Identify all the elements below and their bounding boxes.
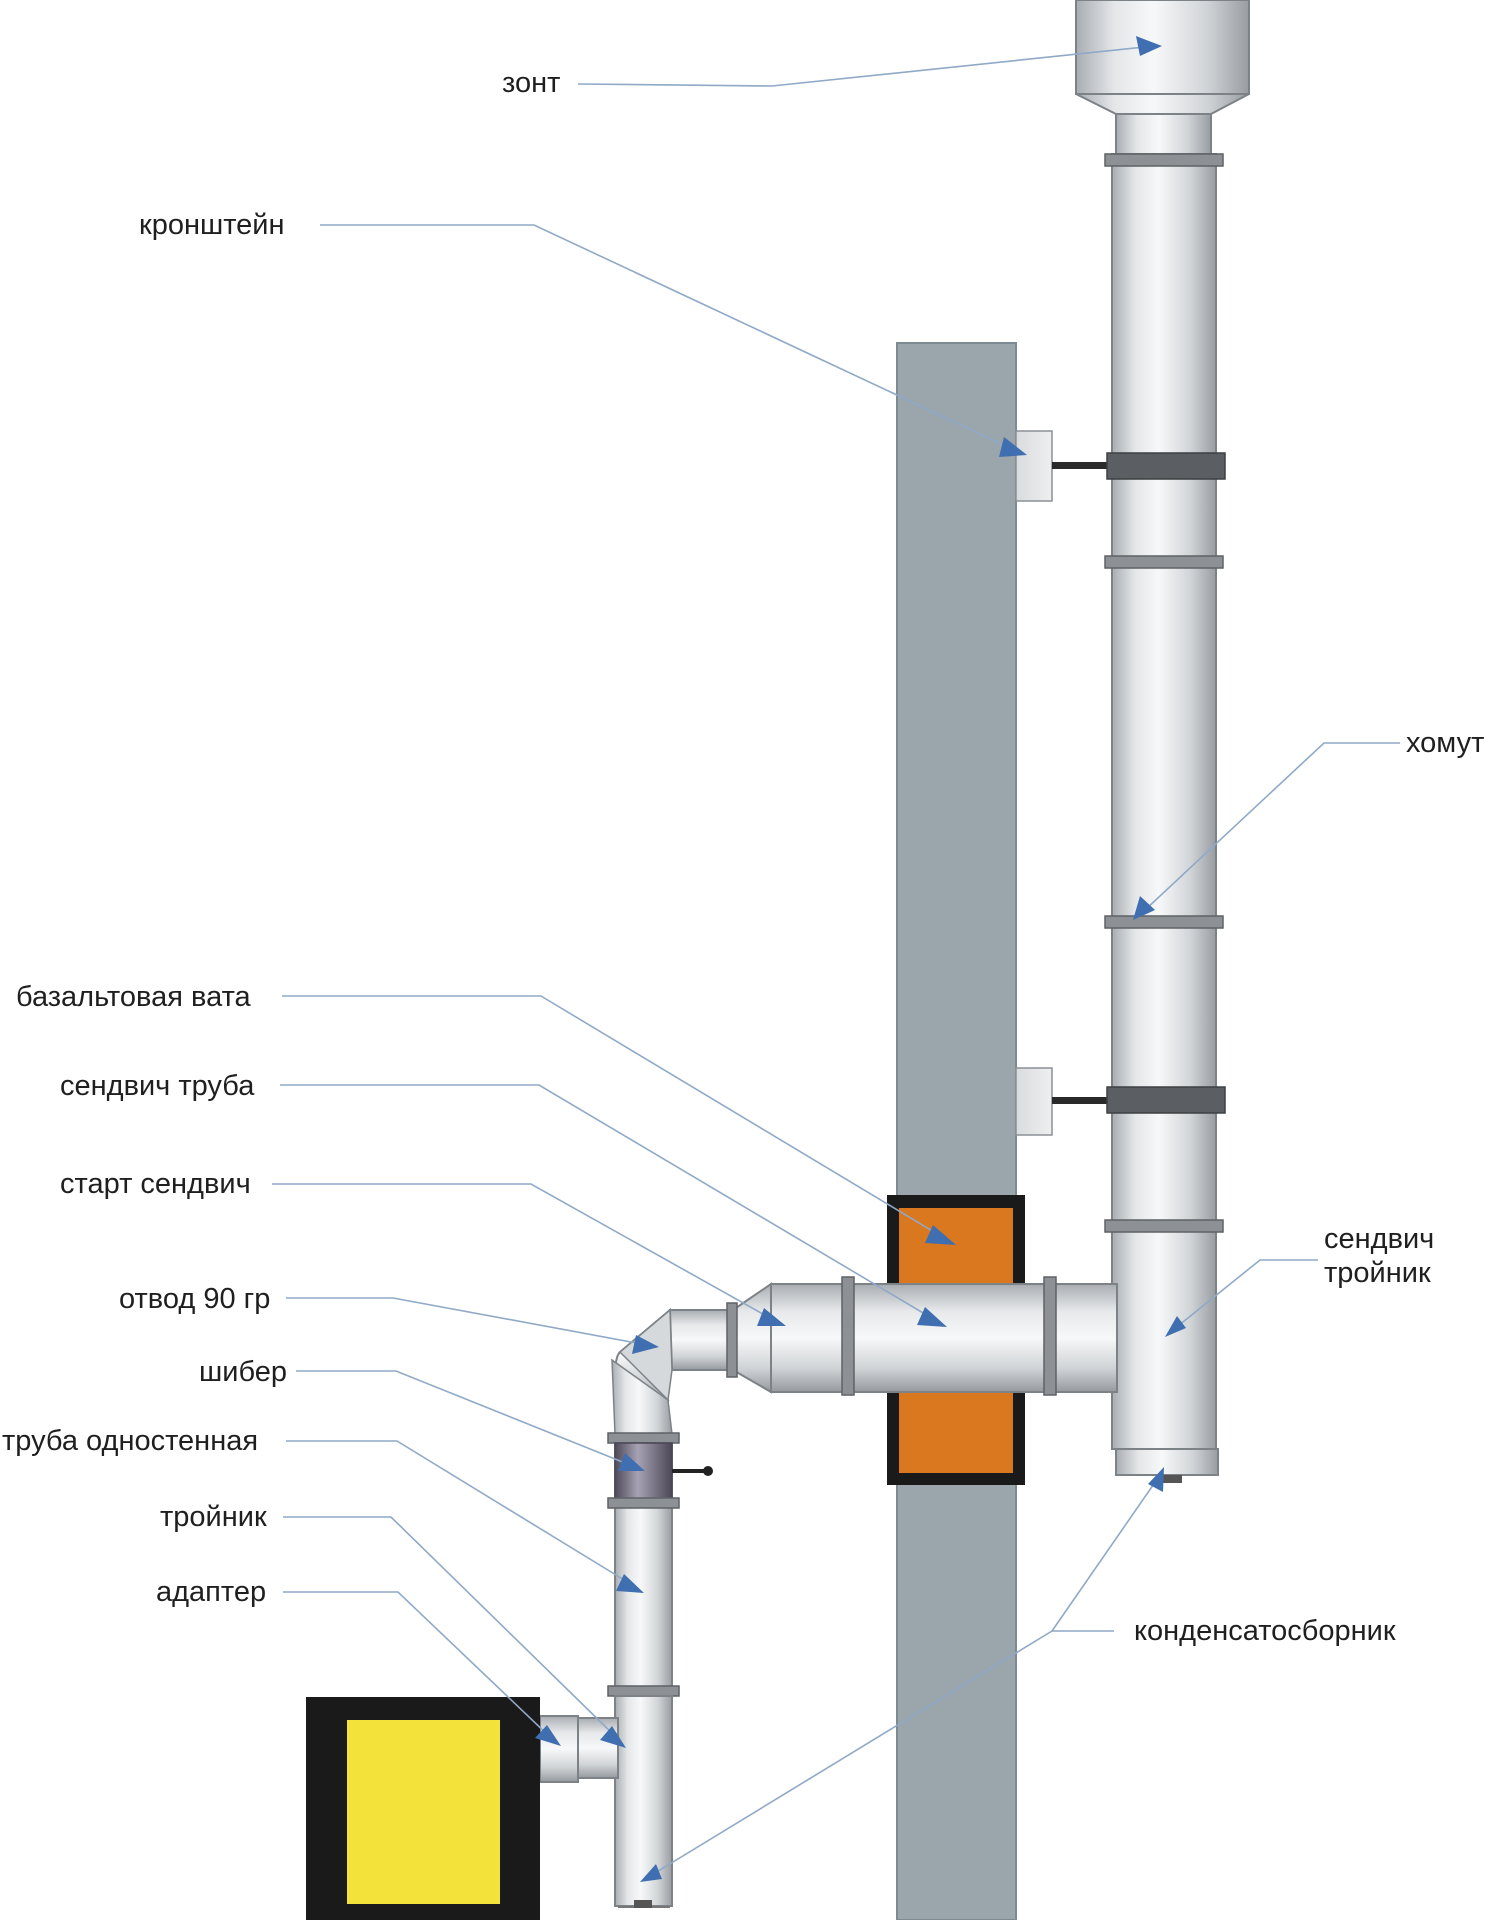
label-umbrella: зонт — [502, 67, 560, 99]
bracket-lower — [1015, 1067, 1108, 1136]
label-elbow-90: отвод 90 гр — [119, 1283, 270, 1315]
clamp-upper — [1106, 452, 1226, 480]
label-damper: шибер — [199, 1356, 287, 1388]
single-wall-line — [539, 1302, 738, 1908]
label-basalt-wool: базальтовая вата — [16, 981, 252, 1013]
label-clamp: хомут — [1406, 727, 1484, 759]
vertical-chimney — [1075, 0, 1250, 1483]
adapter — [539, 1715, 579, 1783]
labels: зонт кронштейн хомут базальтовая вата се… — [2, 67, 1484, 1647]
tee-vertical — [614, 1695, 673, 1907]
label-sandwich-tee-1: сендвич — [1324, 1223, 1434, 1255]
sandwich-pipe-vertical — [1111, 153, 1217, 1450]
label-tee: тройник — [160, 1501, 267, 1533]
basalt-wool-upper — [899, 1208, 1013, 1284]
leaders — [272, 36, 1400, 1882]
umbrella-cone — [1075, 93, 1250, 115]
label-bracket: кронштейн — [139, 209, 285, 241]
label-sandwich-pipe: сендвич труба — [60, 1070, 255, 1102]
wall — [896, 342, 1017, 1920]
bracket-upper — [1015, 430, 1108, 502]
stove-window — [347, 1720, 500, 1904]
horizontal-sandwich — [732, 1276, 1118, 1396]
label-adapter: адаптер — [156, 1576, 266, 1608]
stove — [306, 1697, 540, 1920]
label-sandwich-tee-2: тройник — [1324, 1257, 1431, 1289]
label-single-wall-pipe: труба одностенная — [2, 1425, 258, 1457]
label-condensate-collector: конденсатосборник — [1134, 1615, 1396, 1647]
clamp-lower — [1106, 1086, 1226, 1114]
sandwich-pipe-horizontal — [770, 1283, 1118, 1393]
umbrella-cap — [1075, 0, 1250, 95]
label-start-sandwich: старт сендвич — [60, 1168, 251, 1200]
basalt-wool-lower — [899, 1392, 1013, 1473]
condensate-cap — [1115, 1448, 1219, 1476]
